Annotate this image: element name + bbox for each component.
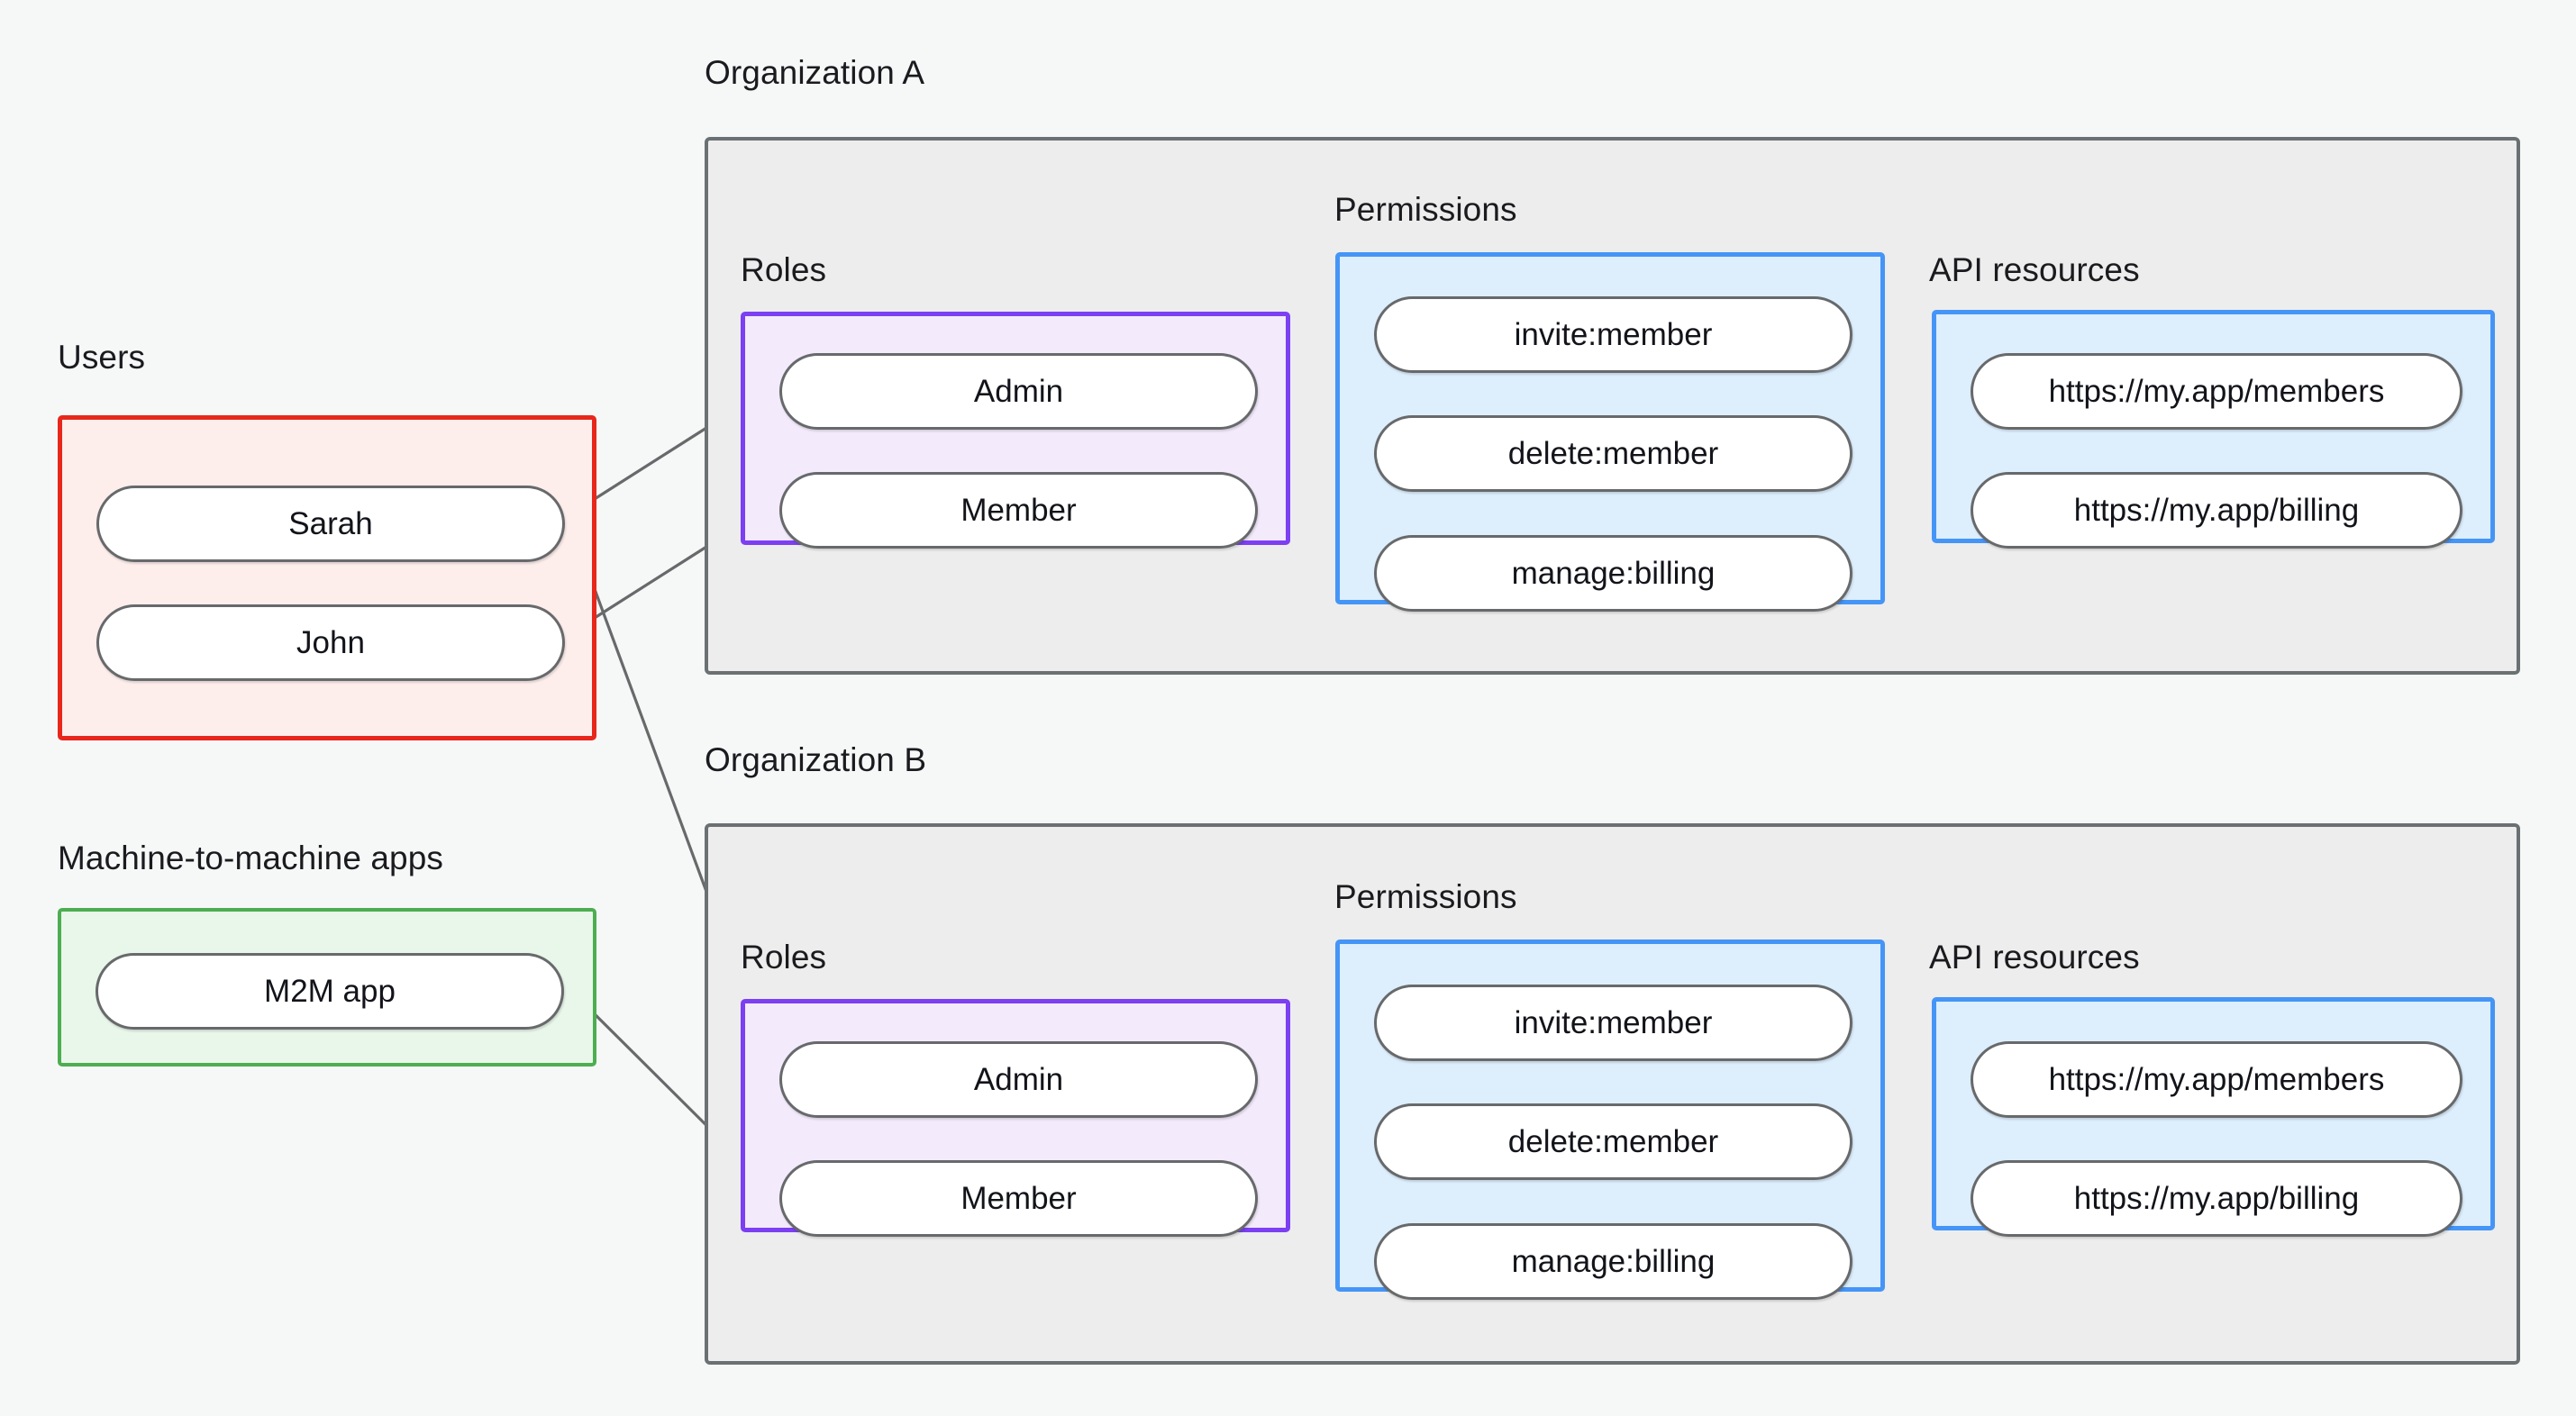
org-a-api-resource-billing[interactable]: https://my.app/billing — [1971, 472, 2462, 549]
org-b-permissions-container: invite:member delete:member manage:billi… — [1335, 939, 1885, 1300]
user-node-sarah[interactable]: Sarah — [96, 486, 565, 562]
org-a-permission-manage-billing[interactable]: manage:billing — [1374, 535, 1852, 612]
org-a-permission-delete-member[interactable]: delete:member — [1374, 415, 1852, 492]
org-a-permissions-label: Permissions — [1334, 191, 1517, 228]
org-b-roles-container: Admin Member — [741, 999, 1290, 1237]
org-a-roles-label: Roles — [741, 251, 827, 288]
org-a-api-resources-label: API resources — [1929, 251, 2140, 288]
org-b-permission-manage-billing[interactable]: manage:billing — [1374, 1223, 1852, 1300]
org-b-permission-delete-member[interactable]: delete:member — [1374, 1103, 1852, 1180]
user-node-john[interactable]: John — [96, 604, 565, 681]
users-container: Sarah John — [58, 415, 596, 740]
organization-b-container: Roles Permissions API resources Admin Me… — [705, 823, 2520, 1365]
org-b-role-admin[interactable]: Admin — [779, 1041, 1258, 1118]
users-group-label: Users — [58, 339, 146, 376]
organization-b-label: Organization B — [705, 741, 927, 778]
m2m-node-app[interactable]: M2M app — [96, 953, 564, 1030]
org-b-api-resource-billing[interactable]: https://my.app/billing — [1971, 1160, 2462, 1237]
organization-a-container: Roles Permissions API resources Admin Me… — [705, 137, 2520, 675]
org-a-role-member[interactable]: Member — [779, 472, 1258, 549]
org-b-api-resource-members[interactable]: https://my.app/members — [1971, 1041, 2462, 1118]
org-a-role-admin[interactable]: Admin — [779, 353, 1258, 430]
org-b-permission-invite-member[interactable]: invite:member — [1374, 985, 1852, 1061]
org-b-permissions-label: Permissions — [1334, 878, 1517, 915]
org-a-api-resource-members[interactable]: https://my.app/members — [1971, 353, 2462, 430]
org-a-api-resources-container: https://my.app/members https://my.app/bi… — [1932, 310, 2495, 549]
org-b-role-member[interactable]: Member — [779, 1160, 1258, 1237]
org-a-permission-invite-member[interactable]: invite:member — [1374, 296, 1852, 373]
org-a-roles-container: Admin Member — [741, 312, 1290, 549]
org-a-permissions-container: invite:member delete:member manage:billi… — [1335, 252, 1885, 612]
organization-a-label: Organization A — [705, 54, 925, 91]
org-b-api-resources-container: https://my.app/members https://my.app/bi… — [1932, 997, 2495, 1237]
org-b-api-resources-label: API resources — [1929, 939, 2140, 976]
m2m-group-label: Machine-to-machine apps — [58, 840, 444, 876]
org-b-roles-label: Roles — [741, 939, 827, 976]
m2m-container: M2M app — [58, 908, 596, 1067]
